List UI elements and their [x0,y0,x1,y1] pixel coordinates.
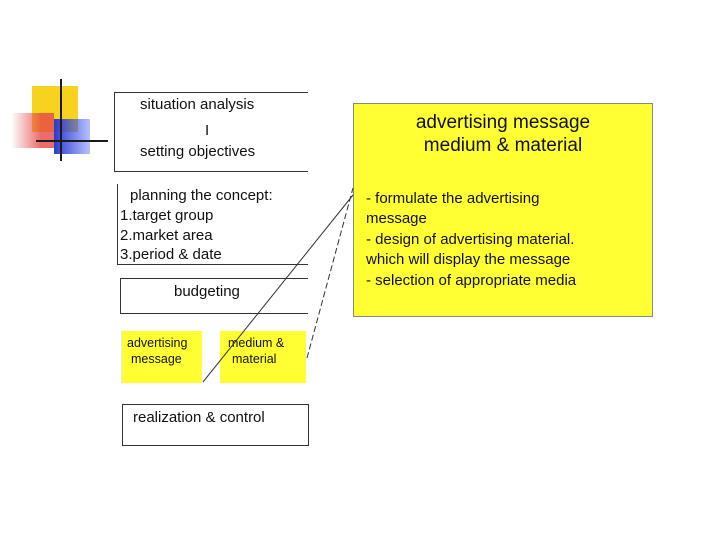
connector-solid-line [203,195,353,382]
connector-dashed-line [307,188,353,358]
